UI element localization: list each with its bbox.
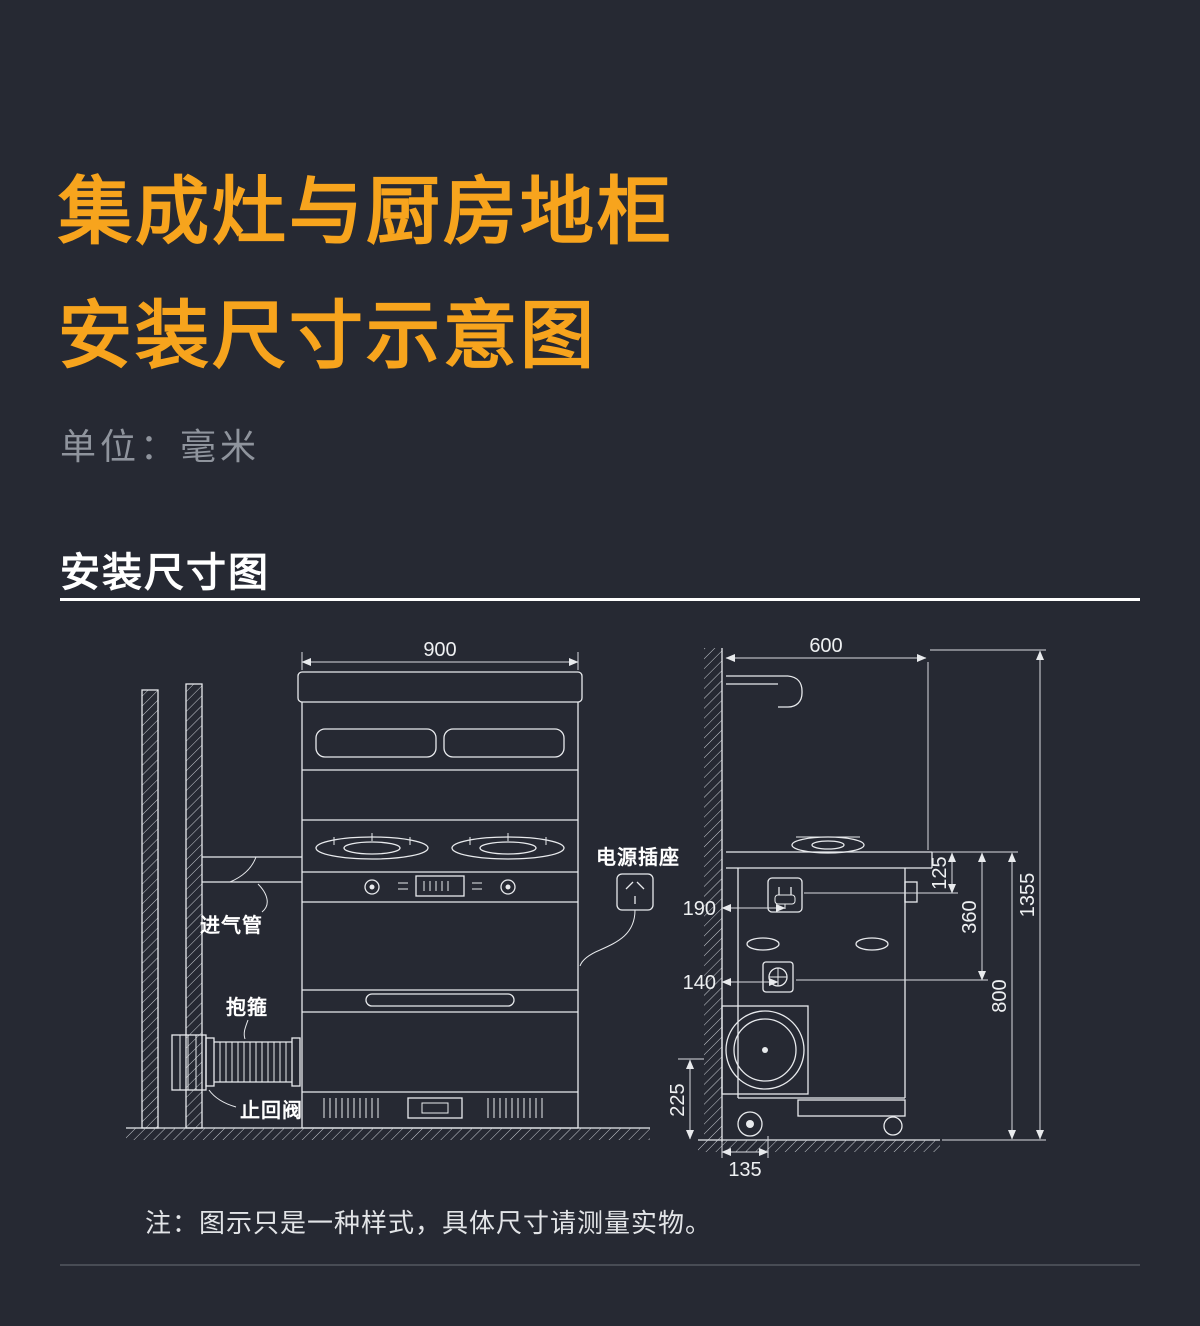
dim-front-width: 900 [423,639,456,661]
unit-label: 单位：毫米 [60,426,261,467]
label-check-valve: 止回阀 [240,1099,303,1122]
plug-icon [767,877,803,913]
clamp-band-left [205,1037,215,1087]
label-intake-pipe: 进气管 [200,913,263,937]
caster-rear [883,1116,903,1136]
label-clamp: 抱箍 [226,995,268,1019]
burner-right [451,833,565,860]
section-divider [60,598,1140,601]
display-screen [415,875,465,897]
title-line-2: 安装尺寸示意图 [58,294,597,377]
clamp-band-right [291,1037,301,1087]
burner-left [315,833,429,860]
base-casters [737,1099,906,1137]
part-labels: 进气管 抱箍 止回阀 电源插座 [200,845,680,1122]
side-view [698,648,940,1152]
wall-stud-outer [141,689,159,1129]
countertop [726,851,933,869]
front-view [126,671,654,1140]
stove-front [297,671,583,1129]
control-panel [364,875,516,897]
ground-hatch-side [698,1140,940,1152]
dim-valve-from-wall: 140 [683,972,716,994]
gas-valve [762,961,794,993]
label-power-socket: 电源插座 [596,845,680,869]
dim-counter-height: 800 [989,979,1011,1012]
bottom-divider [60,1264,1140,1266]
bottom-vents [323,1097,543,1119]
hood-vent-right [443,728,565,758]
corrugated-pipe [219,1042,287,1082]
note-text: 注：图示只是一种样式，具体尺寸请测量实物。 [145,1208,713,1238]
hood-profile [726,675,803,708]
dim-socket-drop: 125 [929,856,951,889]
dim-side-depth: 600 [809,635,842,657]
page-title: 集成灶与厨房地柜 安装尺寸示意图 [58,150,674,398]
rear-bracket [904,881,918,903]
dim-caster-from-wall: 135 [728,1159,761,1181]
cooktop-profile [791,836,865,854]
title-line-1: 集成灶与厨房地柜 [58,170,674,253]
handle-front [746,937,780,951]
drawer-handle [365,993,515,1007]
dim-socket-from-wall: 190 [683,898,716,920]
dim-total-height: 1355 [1017,873,1039,918]
wall-hatch [704,648,722,1142]
caster-front [737,1111,763,1137]
handle-rear [855,937,889,951]
installation-diagram: 900 600 125 360 800 1355 190 140 225 135… [126,635,1046,1181]
power-cable [579,909,636,967]
dimension-labels: 900 600 125 360 800 1355 190 140 225 135 [423,635,1039,1181]
intake-duct [202,856,302,883]
dim-valve-drop: 360 [959,900,981,933]
hood-vent-left [315,728,437,758]
knob-right [500,879,516,895]
flue-assembly [171,1034,301,1091]
exhaust-outlet [721,1005,809,1095]
dim-outlet-bottom: 225 [667,1083,689,1116]
knob-left [364,879,380,895]
section-heading: 安装尺寸图 [60,551,270,595]
power-socket-icon [579,873,654,967]
leader-lines [208,883,268,1108]
ground-hatch-front [126,1128,650,1140]
dimension-lines [301,649,1046,1158]
